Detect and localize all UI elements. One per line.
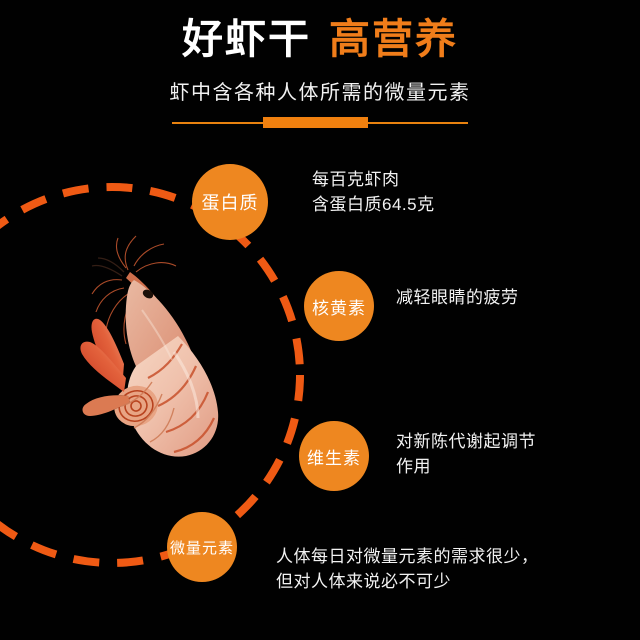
divider-center-bar — [263, 117, 368, 128]
nutrient-bubble-label: 核黄素 — [312, 298, 366, 318]
nutrient-bubble-label: 微量元素 — [169, 539, 234, 557]
nutrient-description-riboflavin: 减轻眼睛的疲劳 — [396, 288, 519, 307]
title-accent: 高营养 — [329, 16, 458, 62]
dried-shrimp-photo — [80, 235, 219, 457]
nutrient-bubble-trace-elements[interactable]: 微量元素 — [167, 512, 237, 582]
nutrient-description-protein: 每百克虾肉 含蛋白质64.5克 — [312, 170, 435, 214]
nutrient-bubble-riboflavin[interactable]: 核黄素 — [304, 271, 374, 341]
title-main: 好虾干 — [182, 16, 311, 62]
nutrient-description-vitamin: 对新陈代谢起调节 作用 — [396, 432, 536, 476]
nutrient-bubble-vitamin[interactable]: 维生素 — [299, 421, 369, 491]
nutrient-bubble-protein[interactable]: 蛋白质 — [192, 164, 268, 240]
nutrient-bubble-label: 维生素 — [307, 448, 361, 468]
page-subtitle: 虾中含各种人体所需的微量元素 — [169, 82, 471, 104]
page-title: 好虾干高营养 — [0, 16, 640, 63]
nutrient-description-trace-elements: 人体每日对微量元素的需求很少， 但对人体来说必不可少 — [276, 547, 539, 591]
nutrient-bubble-label: 蛋白质 — [201, 193, 259, 213]
